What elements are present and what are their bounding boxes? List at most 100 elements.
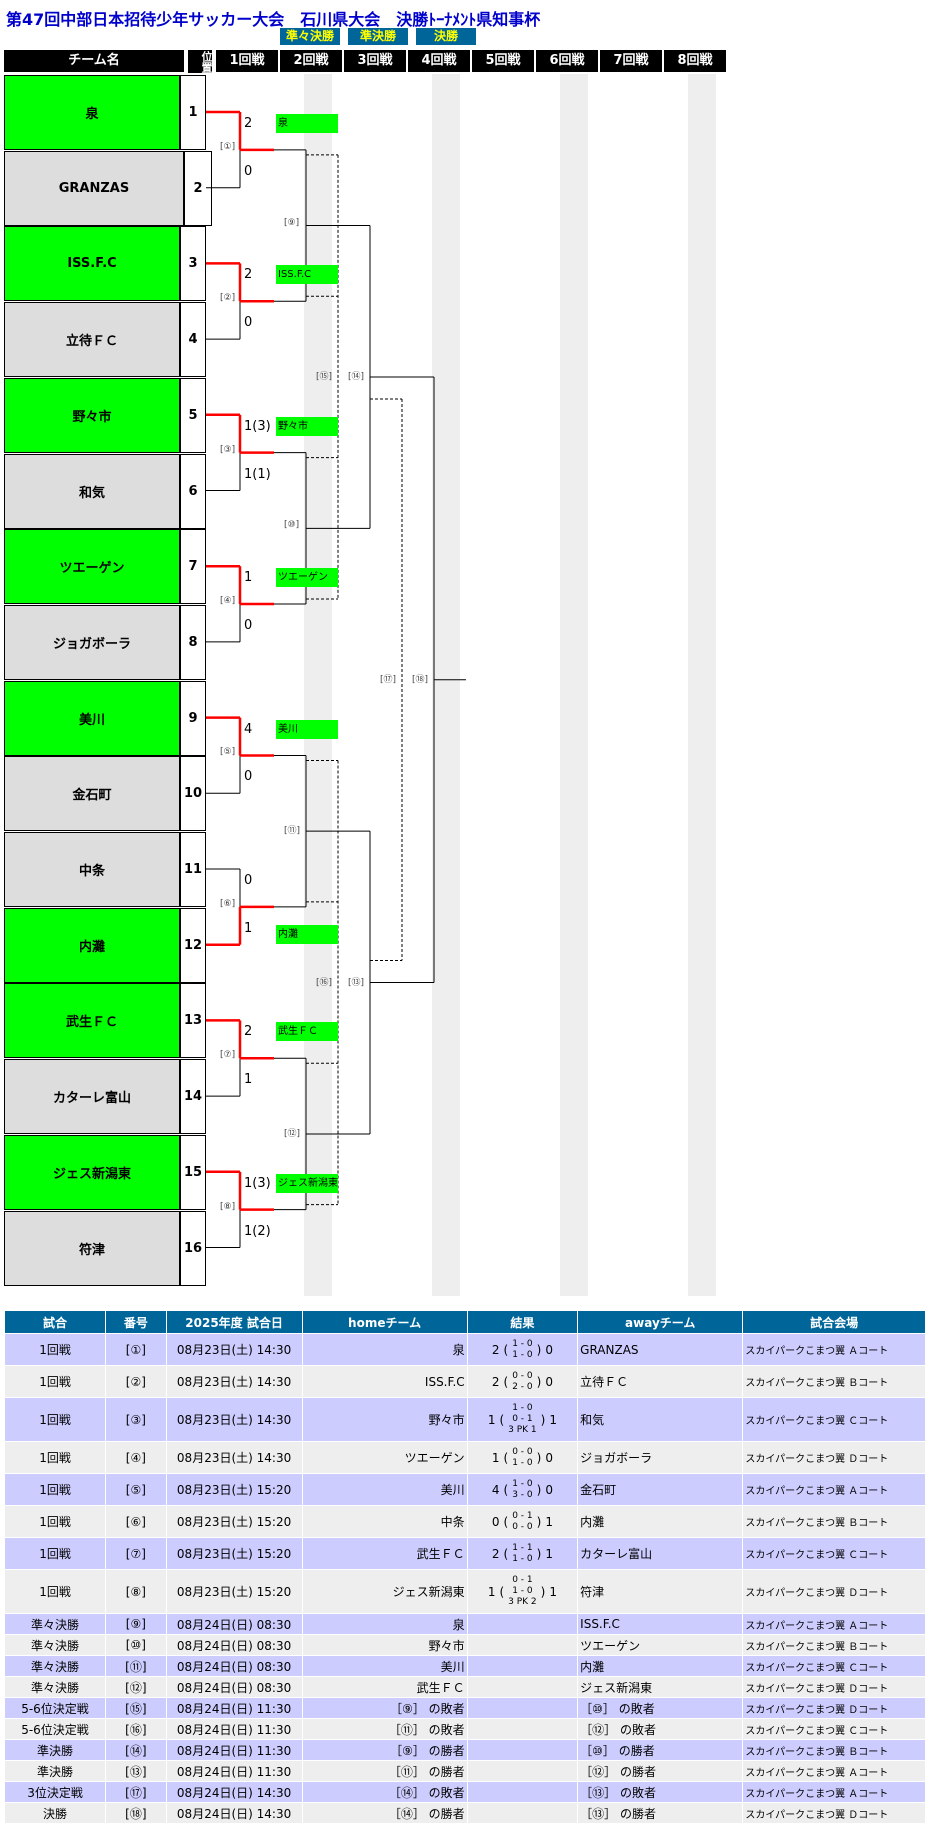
schedule-round: 1回戦 — [3, 1537, 107, 1570]
schedule-row: 決勝[⑱]08月24日(日) 14:30［⑭］ の勝者［⑬］ の勝者スカイパーク… — [3, 1802, 926, 1824]
schedule-venue: スカイパークこまつ翼 Ａコート — [742, 1613, 926, 1635]
schedule-date: 08月23日(土) 14:30 — [165, 1441, 303, 1474]
round-stripe-4 — [688, 74, 716, 1296]
schedule-date: 08月23日(土) 14:30 — [165, 1397, 303, 1442]
schedule-away: 内灘 — [577, 1655, 744, 1677]
team-position-12: 12 — [180, 907, 206, 983]
schedule-result — [466, 1781, 579, 1803]
result-bracket-close: ) — [536, 1482, 542, 1497]
team-position-3: 3 — [180, 226, 206, 302]
schedule-away: ［⑩］ の敗者 — [577, 1697, 744, 1719]
round-stripe-3 — [560, 74, 588, 1296]
team-position-14: 14 — [180, 1059, 206, 1135]
schedule-num: [⑨] — [105, 1613, 167, 1635]
winner-label-6: 内灘 — [276, 924, 338, 944]
match-num-r2-4: [⑫] — [284, 1128, 301, 1139]
schedule-date: 08月24日(日) 08:30 — [165, 1655, 303, 1677]
schedule-result — [466, 1739, 579, 1761]
team-name-11: 中条 — [4, 832, 180, 907]
schedule-date: 08月24日(日) 08:30 — [165, 1676, 303, 1698]
schedule-venue: スカイパークこまつ翼 Ｂコート — [742, 1505, 926, 1538]
result-home-score: 1 — [487, 1584, 496, 1599]
header-round-5: 5回戦 — [472, 50, 534, 72]
schedule-home: 美川 — [301, 1655, 468, 1677]
schedule-venue: スカイパークこまつ翼 Ｄコート — [742, 1569, 926, 1614]
result-half-1: 0 - 1 — [512, 1575, 533, 1585]
result-half-2: 1 - 0 — [512, 1586, 533, 1596]
result-bracket-close: ) — [536, 1546, 542, 1561]
header-round-4: 4回戦 — [408, 50, 470, 72]
schedule-date: 08月24日(日) 11:30 — [165, 1697, 303, 1719]
result-pk: 3 PK 1 — [508, 1425, 537, 1435]
schedule-venue: スカイパークこまつ翼 Ｃコート — [742, 1537, 926, 1570]
schedule-away: ［⑬］ の勝者 — [577, 1802, 744, 1824]
schedule-venue: スカイパークこまつ翼 Ａコート — [742, 1760, 926, 1782]
schedule-venue: スカイパークこまつ翼 Ｄコート — [742, 1697, 926, 1719]
schedule-date: 08月24日(日) 11:30 — [165, 1760, 303, 1782]
schedule-venue: スカイパークこまつ翼 Ｄコート — [742, 1676, 926, 1698]
schedule-venue: スカイパークこまつ翼 Ｃコート — [742, 1718, 926, 1740]
result-home-score: 0 — [491, 1514, 500, 1529]
bracket-lines — [206, 110, 466, 1248]
schedule-round: 準々決勝 — [3, 1613, 107, 1635]
schedule-round: 5-6位決定戦 — [3, 1718, 107, 1740]
result-away-score: 1 — [545, 1546, 553, 1561]
score-bottom-4: 0 — [244, 617, 253, 633]
schedule-round: 準決勝 — [3, 1760, 107, 1782]
score-bottom-2: 0 — [244, 315, 253, 331]
result-home-score: 2 — [491, 1342, 500, 1357]
schedule-home: ［⑪］ の敗者 — [301, 1718, 468, 1740]
result-away-score: 0 — [545, 1342, 553, 1357]
team-position-6: 6 — [180, 453, 206, 529]
score-top-7: 2 — [244, 1024, 253, 1040]
schedule-home: 野々市 — [301, 1634, 468, 1656]
schedule-home: ［⑭］ の敗者 — [301, 1781, 468, 1803]
schedule-home: 中条 — [301, 1505, 468, 1538]
round-tag-3: 決勝 — [416, 28, 476, 45]
schedule-num: [⑩] — [105, 1634, 167, 1656]
result-home-score: 4 — [491, 1482, 500, 1497]
schedule-date: 08月24日(日) 08:30 — [165, 1634, 303, 1656]
schedule-venue: スカイパークこまつ翼 Ｂコート — [742, 1739, 926, 1761]
schedule-venue: スカイパークこまつ翼 Ｂコート — [742, 1365, 926, 1398]
schedule-date: 08月24日(日) 11:30 — [165, 1739, 303, 1761]
score-top-3: 1(3) — [244, 418, 271, 434]
schedule-row: 5-6位決定戦[⑯]08月24日(日) 11:30［⑪］ の敗者［⑫］ の敗者ス… — [3, 1718, 926, 1740]
schedule-date: 08月24日(日) 11:30 — [165, 1718, 303, 1740]
schedule-round: 1回戦 — [3, 1569, 107, 1614]
match-num-final: [⑱] — [412, 674, 429, 685]
score-top-6: 0 — [244, 873, 253, 888]
schedule-venue: スカイパークこまつ翼 Ａコート — [742, 1473, 926, 1506]
schedule-away: 符津 — [577, 1569, 744, 1614]
match-num-4: [④] — [220, 596, 236, 607]
result-half-2: 2 - 0 — [512, 1381, 533, 1392]
schedule-home: ［⑪］ の勝者 — [301, 1760, 468, 1782]
team-position-4: 4 — [180, 302, 206, 378]
result-away-score: 1 — [549, 1584, 557, 1599]
header-round-3: 3回戦 — [344, 50, 406, 72]
result-half-2: 1 - 0 — [512, 1553, 533, 1564]
schedule-num: [⑤] — [105, 1473, 167, 1506]
schedule-header-2: 番号 — [105, 1310, 167, 1334]
team-name-16: 符津 — [4, 1210, 180, 1286]
schedule-away: ［⑫］ の勝者 — [577, 1760, 744, 1782]
schedule-round: 1回戦 — [3, 1505, 107, 1538]
match-num-r2-3: [⑪] — [284, 826, 301, 837]
schedule-row: 5-6位決定戦[⑮]08月24日(日) 11:30［⑨］ の敗者［⑩］ の敗者ス… — [3, 1697, 926, 1719]
schedule-row: 準決勝[⑭]08月24日(日) 11:30［⑨］ の勝者［⑩］ の勝者スカイパー… — [3, 1739, 926, 1761]
schedule-venue: スカイパークこまつ翼 Ａコート — [742, 1781, 926, 1803]
schedule-num: [④] — [105, 1441, 167, 1474]
